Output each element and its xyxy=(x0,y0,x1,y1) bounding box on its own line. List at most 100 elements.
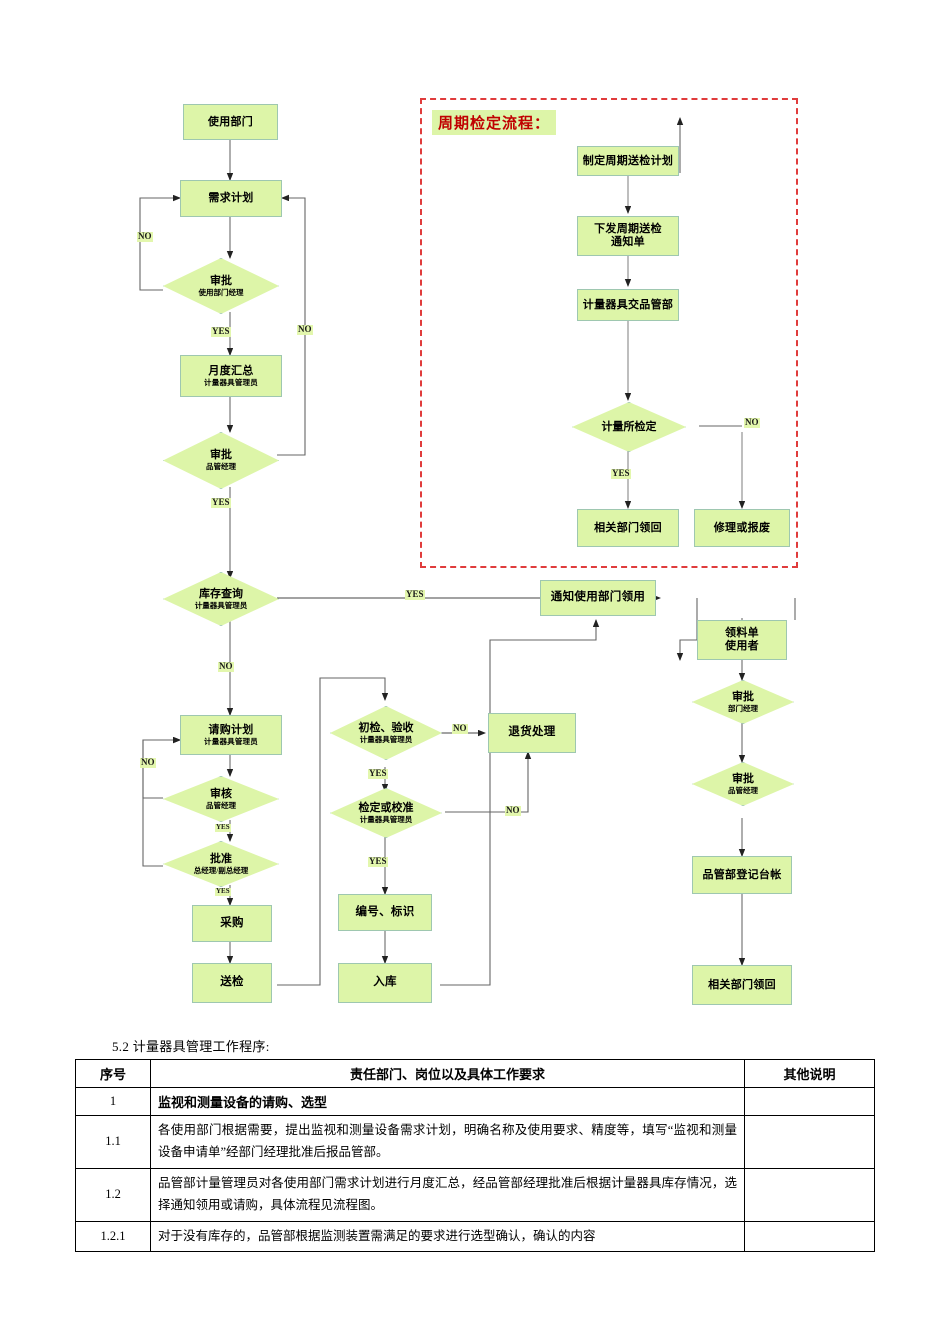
node-qa-register[interactable]: 品管部登记台帐 xyxy=(692,856,792,894)
node-label: 领料单 xyxy=(725,627,759,640)
col-header-requirement: 责任部门、岗位以及具体工作要求 xyxy=(150,1059,745,1088)
node-sublabel: 使用部门经理 xyxy=(198,287,244,297)
node-label: 退货处理 xyxy=(508,726,556,739)
node-sublabel: 使用者 xyxy=(725,640,759,652)
edge-label-yes: YES xyxy=(211,326,231,337)
node-label: 使用部门 xyxy=(207,115,254,128)
periodic-section-title: 周期检定流程： xyxy=(432,110,557,135)
node-sublabel: 部门经理 xyxy=(728,703,758,713)
edge-label-no: NO xyxy=(505,805,521,816)
edge-label-no: NO xyxy=(297,324,313,335)
flowchart: 使用部门 需求计划 审批 使用部门经理 月度汇总 计量器具管理员 审批 品管经理… xyxy=(137,98,798,1005)
node-label: 品管部登记台帐 xyxy=(702,868,782,881)
table-caption: 5.2 计量器具管理工作程序: xyxy=(112,1039,270,1054)
procedure-table-section: 5.2 计量器具管理工作程序: 序号 责任部门、岗位以及具体工作要求 其他说明 … xyxy=(0,1030,950,1253)
node-label: 计量所检定 xyxy=(601,420,657,433)
node-number-mark[interactable]: 编号、标识 xyxy=(338,894,432,931)
cell-other xyxy=(744,1087,875,1116)
node-label: 检定或校准 xyxy=(358,801,414,814)
table-header-row: 序号 责任部门、岗位以及具体工作要求 其他说明 xyxy=(75,1059,875,1088)
node-sublabel: 品管经理 xyxy=(206,800,236,810)
node-sublabel: 计量器具管理员 xyxy=(204,736,258,746)
edge-label-yes: YES xyxy=(368,768,388,779)
col-header-other: 其他说明 xyxy=(744,1059,875,1088)
periodic-inspection-region xyxy=(420,98,798,568)
node-monthly-summary[interactable]: 月度汇总 计量器具管理员 xyxy=(180,355,282,397)
node-return-process[interactable]: 退货处理 xyxy=(488,713,576,753)
node-purchasing[interactable]: 采购 xyxy=(192,905,272,942)
node-label: 修理或报废 xyxy=(713,521,771,534)
cell-no: 1 xyxy=(75,1087,151,1116)
node-requisition[interactable]: 领料单 使用者 xyxy=(697,620,787,660)
edge-label-yes: YES xyxy=(211,497,231,508)
node-label: 入库 xyxy=(373,976,397,989)
node-label: 相关部门领回 xyxy=(708,978,776,991)
edge-label-yes: YES xyxy=(215,823,231,832)
col-header-no: 序号 xyxy=(75,1059,151,1088)
procedure-table: 序号 责任部门、岗位以及具体工作要求 其他说明 1 监视和测量设备的请购、选型 … xyxy=(75,1059,875,1253)
node-plan-periodic[interactable]: 制定周期送检计划 xyxy=(577,146,679,176)
node-send-inspect[interactable]: 送检 xyxy=(192,963,272,1003)
edge-label-no: NO xyxy=(218,661,234,672)
cell-no: 1.2.1 xyxy=(75,1220,151,1253)
node-label: 下发周期送检 xyxy=(594,223,662,236)
node-label: 通知使用部门领用 xyxy=(550,591,646,604)
cell-requirement: 监视和测量设备的请购、选型 xyxy=(150,1087,745,1116)
edge-label-yes: YES xyxy=(405,589,425,600)
node-sublabel: 计量器具管理员 xyxy=(204,377,258,387)
node-notify-use[interactable]: 通知使用部门领用 xyxy=(540,580,656,616)
node-label: 批准 xyxy=(210,852,232,865)
table-row: 1 监视和测量设备的请购、选型 xyxy=(75,1087,875,1116)
node-sublabel: 品管经理 xyxy=(206,462,236,471)
node-label: 制定周期送检计划 xyxy=(582,154,674,167)
cell-other xyxy=(744,1115,875,1169)
edge-label-yes: YES xyxy=(611,468,631,479)
node-label: 审批 xyxy=(732,772,754,785)
node-label: 审批 xyxy=(732,690,754,703)
node-label: 采购 xyxy=(220,916,244,929)
node-issue-notice[interactable]: 下发周期送检 通知单 xyxy=(577,216,679,256)
cell-no: 1.2 xyxy=(75,1167,151,1222)
node-label: 送检 xyxy=(220,976,244,989)
cell-requirement: 各使用部门根据需要，提出监视和测量设备需求计划，明确名称及使用要求、精度等，填写… xyxy=(150,1115,745,1169)
edge-label-no: NO xyxy=(452,723,468,734)
node-label: 请购计划 xyxy=(208,723,254,736)
edge-label-no: NO xyxy=(744,417,760,428)
node-label: 初检、验收 xyxy=(358,721,414,734)
node-sublabel: 总经理/副总经理 xyxy=(193,865,249,875)
node-dept-collect[interactable]: 相关部门领回 xyxy=(692,965,792,1005)
node-demand-plan[interactable]: 需求计划 xyxy=(180,180,282,217)
node-sublabel: 品管经理 xyxy=(728,785,758,795)
node-purchase-request[interactable]: 请购计划 计量器具管理员 xyxy=(180,715,282,755)
node-sublabel: 通知单 xyxy=(611,236,645,248)
node-label: 相关部门领回 xyxy=(594,521,662,534)
node-label: 编号、标识 xyxy=(355,905,415,918)
node-label: 审核 xyxy=(210,787,232,800)
node-sublabel: 计量器具管理员 xyxy=(359,734,413,744)
node-label: 审批 xyxy=(210,274,232,287)
cell-requirement: 对于没有库存的，品管部根据监测装置需满足的要求进行选型确认，确认的内容 xyxy=(150,1220,745,1253)
node-label: 需求计划 xyxy=(208,192,254,205)
table-row: 1.2 品管部计量管理员对各使用部门需求计划进行月度汇总，经品管部经理批准后根据… xyxy=(75,1167,875,1222)
node-sublabel: 计量器具管理员 xyxy=(194,600,248,610)
edge-label-yes: YES xyxy=(215,887,231,896)
node-label: 月度汇总 xyxy=(208,364,254,377)
table-row: 1.2.1 对于没有库存的，品管部根据监测装置需满足的要求进行选型确认，确认的内… xyxy=(75,1220,875,1253)
node-label: 计量器具交品管部 xyxy=(582,298,674,311)
node-label: 审批 xyxy=(210,449,232,462)
node-warehouse[interactable]: 入库 xyxy=(338,963,432,1003)
cell-other xyxy=(744,1167,875,1222)
edge-label-no: NO xyxy=(137,231,153,242)
node-sublabel: 计量器具管理员 xyxy=(359,814,413,824)
node-label: 库存查询 xyxy=(199,587,243,600)
cell-requirement: 品管部计量管理员对各使用部门需求计划进行月度汇总，经品管部经理批准后根据计量器具… xyxy=(150,1167,745,1222)
edge-label-no: NO xyxy=(140,757,156,768)
node-dept-retrieve[interactable]: 相关部门领回 xyxy=(577,509,679,547)
node-repair-scrap[interactable]: 修理或报废 xyxy=(694,509,790,547)
edge-label-yes: YES xyxy=(368,856,388,867)
node-submit-qa[interactable]: 计量器具交品管部 xyxy=(577,289,679,321)
node-use-dept[interactable]: 使用部门 xyxy=(183,104,278,140)
cell-no: 1.1 xyxy=(75,1115,151,1169)
table-row: 1.1 各使用部门根据需要，提出监视和测量设备需求计划，明确名称及使用要求、精度… xyxy=(75,1115,875,1169)
cell-other xyxy=(744,1220,875,1253)
